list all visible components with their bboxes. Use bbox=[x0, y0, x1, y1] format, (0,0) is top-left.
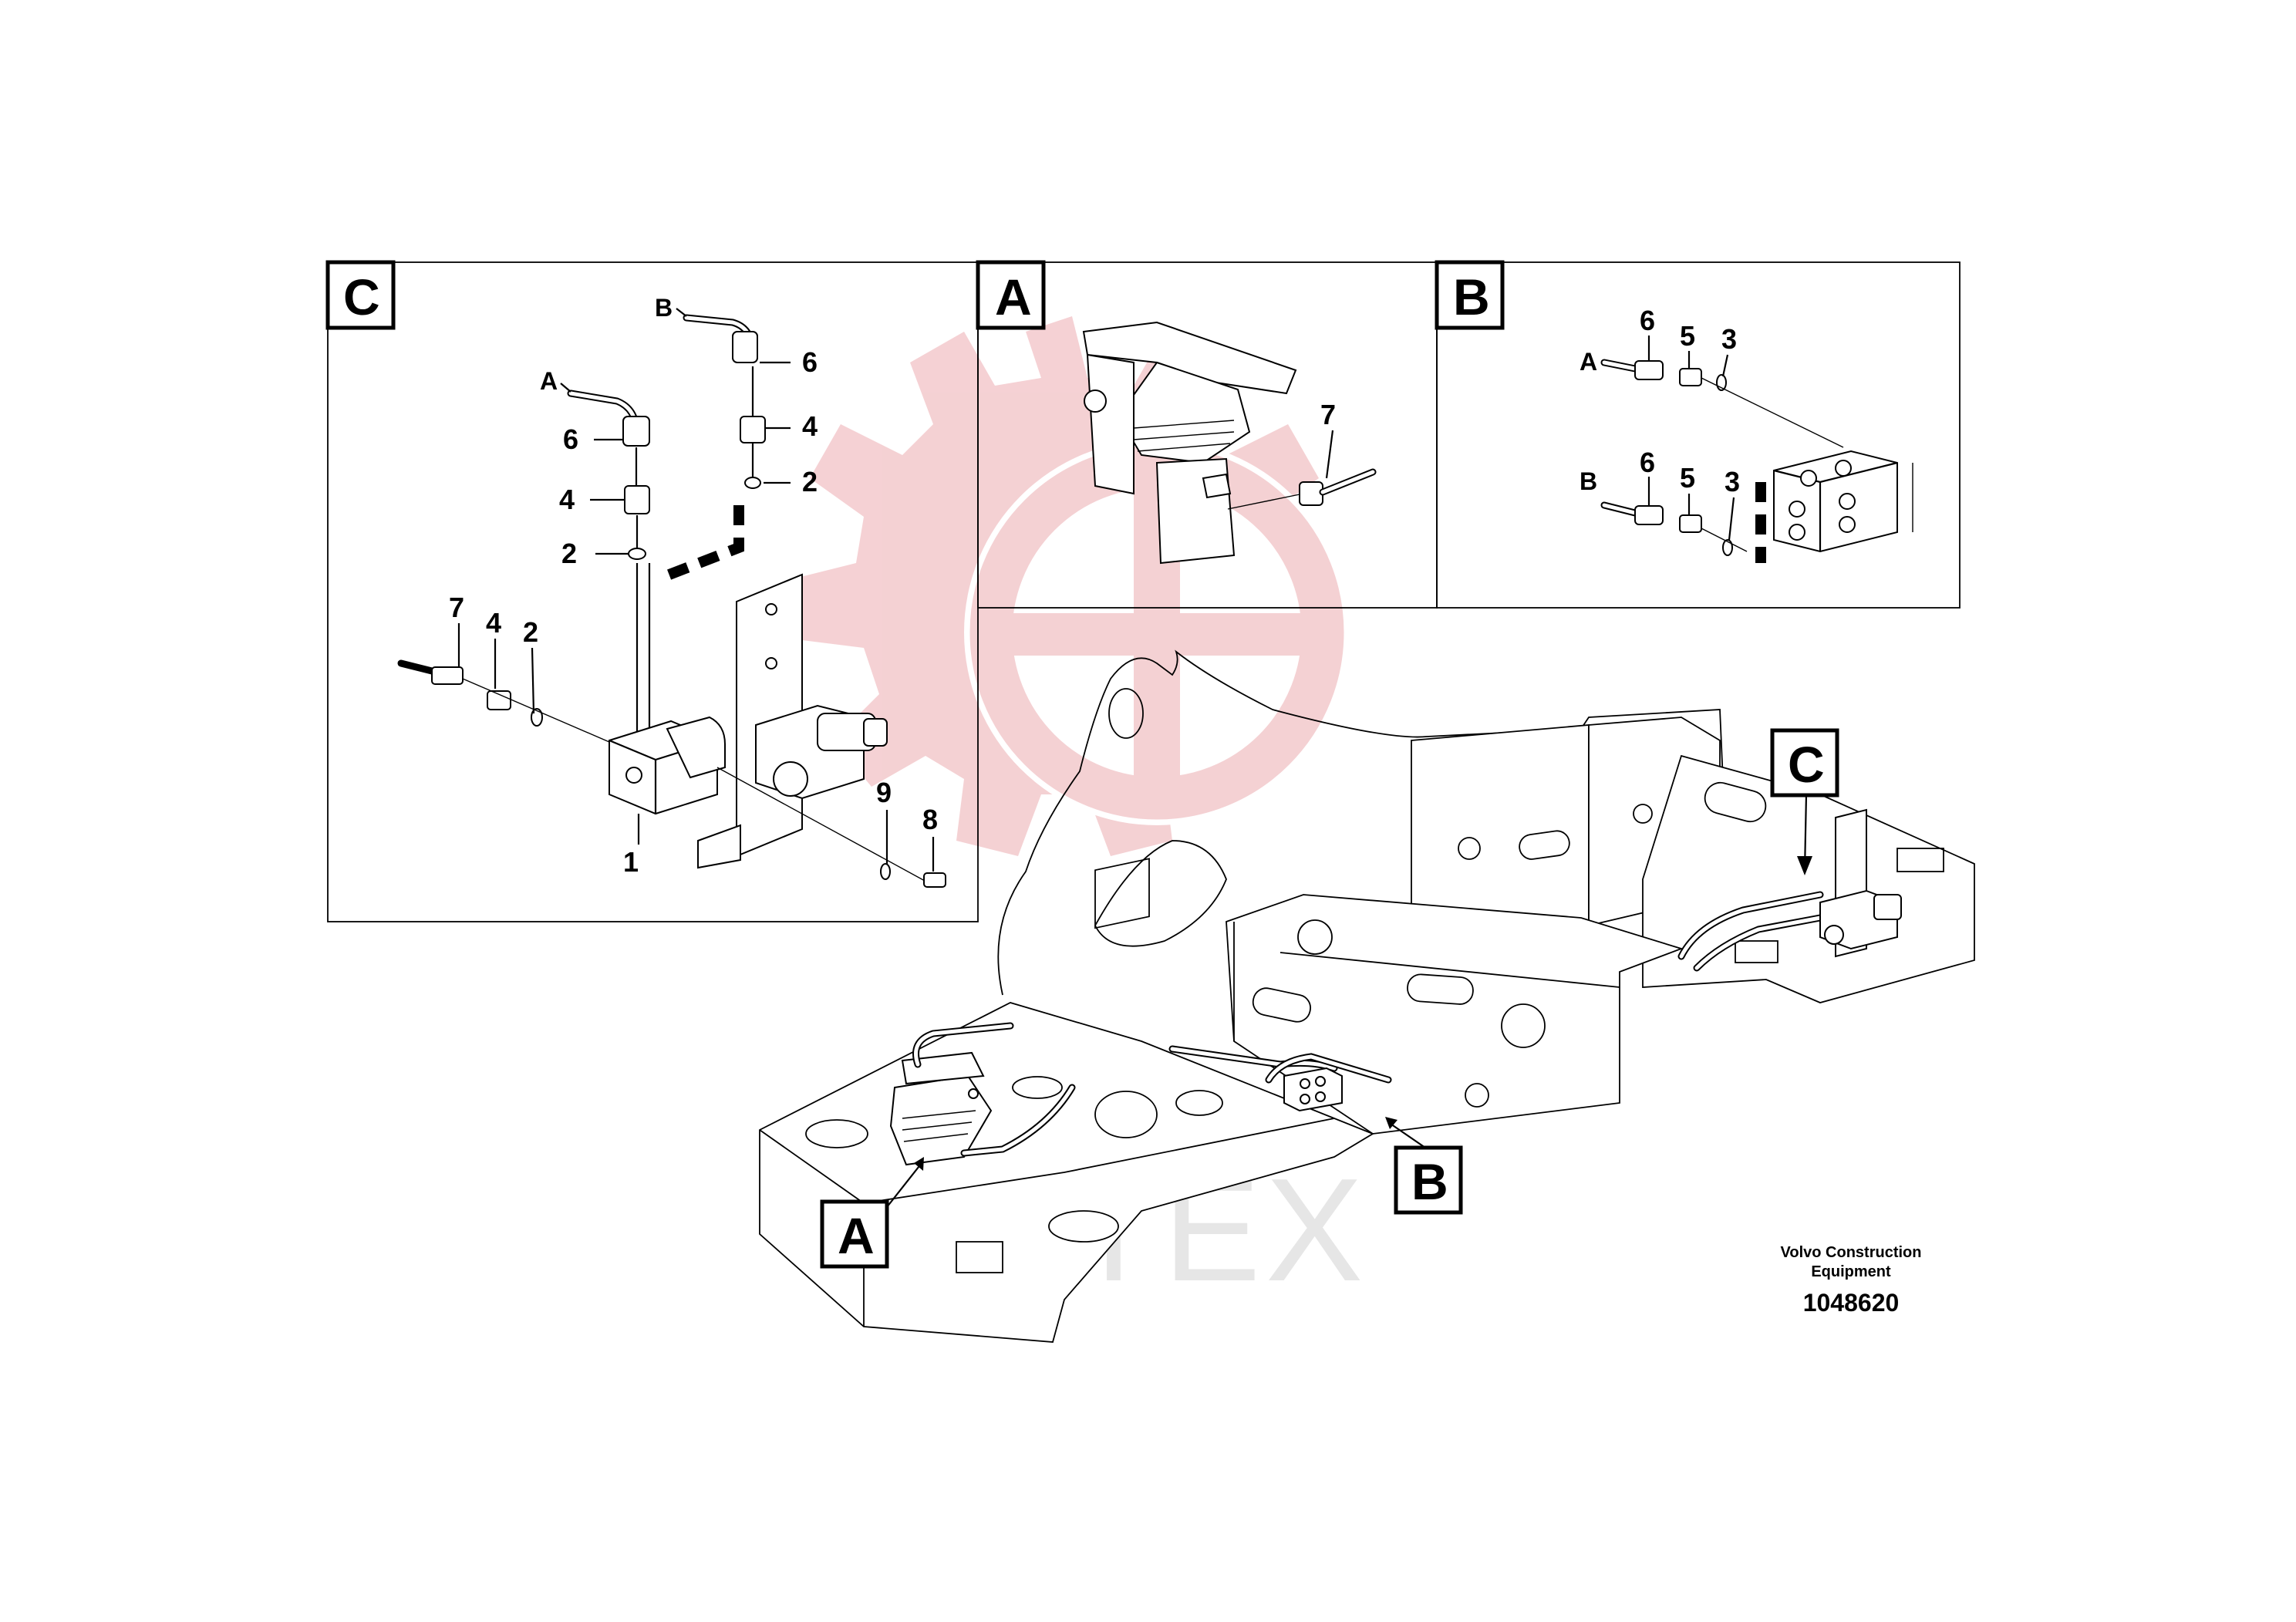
callout-b-row-b-hose: B bbox=[1580, 467, 1597, 495]
pedal-assembly-overview bbox=[889, 1051, 993, 1166]
callout-c-adapter4-a: 4 bbox=[559, 484, 575, 515]
view-c-letter: C bbox=[343, 268, 380, 325]
callout-c-hose7: 7 bbox=[449, 592, 464, 623]
part-number: 1048620 bbox=[1803, 1289, 1900, 1317]
callout-a-hose7: 7 bbox=[1320, 399, 1336, 430]
detail-view-b: B 6 5 3 A 6 5 bbox=[1435, 260, 1961, 609]
overview-flag-c: C bbox=[1770, 728, 1839, 875]
callout-c-ring2-side: 2 bbox=[523, 616, 538, 648]
overview-flag-b-letter: B bbox=[1411, 1153, 1448, 1210]
callout-b-row-a-fit5: 5 bbox=[1680, 320, 1695, 352]
callout-b-row-b-ring3: 3 bbox=[1725, 466, 1740, 497]
callout-c-adapter4-b: 4 bbox=[802, 410, 818, 442]
machine-frame-overview bbox=[759, 649, 1975, 1343]
callout-c-item8: 8 bbox=[922, 804, 938, 835]
callout-c-ring2-a: 2 bbox=[561, 538, 577, 569]
callout-c-item9: 9 bbox=[876, 777, 892, 808]
overview-flag-a: A bbox=[820, 1157, 924, 1269]
callout-c-hose-a: A bbox=[540, 367, 558, 395]
company-name: Volvo Construction bbox=[1781, 1244, 1922, 1261]
callout-c-fit6-a: 6 bbox=[563, 423, 578, 455]
title-block: Volvo Construction Equipment 1048620 bbox=[1781, 1244, 1922, 1317]
callout-c-ring2-b: 2 bbox=[802, 466, 818, 497]
overview-flag-c-letter: C bbox=[1788, 736, 1825, 793]
view-a-letter: A bbox=[995, 268, 1032, 325]
watermark-gear-logo bbox=[794, 316, 1350, 856]
overview-flag-a-letter: A bbox=[838, 1207, 875, 1264]
callout-b-row-a-ring3: 3 bbox=[1721, 323, 1737, 355]
callout-b-row-b-fit5: 5 bbox=[1680, 462, 1695, 494]
overview-flag-b: B bbox=[1385, 1117, 1463, 1215]
callout-b-row-a-hose: A bbox=[1580, 348, 1597, 376]
callout-c-block1: 1 bbox=[623, 846, 639, 878]
view-b-letter: B bbox=[1453, 268, 1490, 325]
company-name-line2: Equipment bbox=[1811, 1263, 1891, 1280]
callout-c-fit6-b: 6 bbox=[802, 346, 818, 378]
callout-b-row-a-fit6: 6 bbox=[1640, 305, 1655, 336]
callout-c-hose-b: B bbox=[655, 294, 673, 322]
callout-b-row-b-fit6: 6 bbox=[1640, 447, 1655, 478]
callout-c-adapter4-side: 4 bbox=[486, 607, 501, 639]
